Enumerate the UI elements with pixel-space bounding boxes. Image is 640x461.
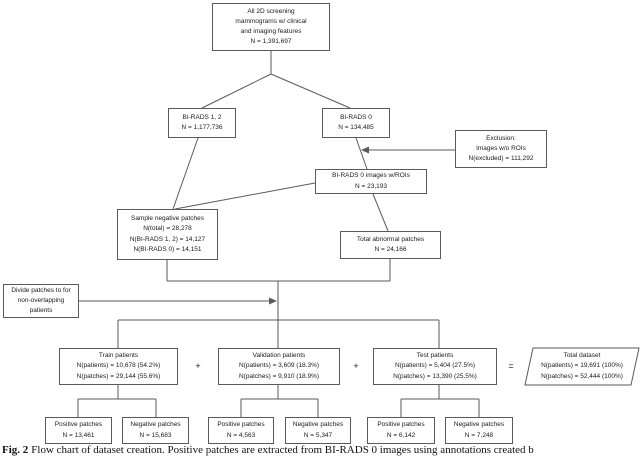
arrowhead-right-icon bbox=[269, 297, 277, 305]
flowchart-box-train-negative-patches: Negative patches N = 15,683 bbox=[122, 417, 189, 444]
arrowhead-left-icon bbox=[361, 146, 369, 154]
flowchart-box-sample-negative-patches: Sample negative patches N(total) = 28,27… bbox=[117, 209, 218, 260]
figure-caption-label: Fig. 2 bbox=[2, 444, 29, 456]
flowchart-box-train-patients: Train patients N(patients) = 10,678 (54.… bbox=[59, 348, 178, 385]
flowchart-box-train-positive-patches: Positive patches N = 13,461 bbox=[45, 417, 112, 444]
flowchart-box-divide-patches: Divide patches to for non-overlapping pa… bbox=[3, 284, 79, 318]
flowchart-box-test-patients: Test patients N(patients) = 5,404 (27.5%… bbox=[373, 348, 497, 385]
equals-operator-total: = bbox=[508, 361, 514, 371]
flowchart-box-test-positive-patches: Positive patches N = 6,142 bbox=[367, 417, 435, 444]
flowchart-box-validation-negative-patches: Negative patches N = 5,347 bbox=[285, 417, 351, 444]
flowchart-box-exclusion: Exclusion: Images w/o ROIs N(excluded) =… bbox=[455, 130, 547, 168]
total-dataset-parallelogram bbox=[524, 347, 640, 386]
flowchart-box-validation-positive-patches: Positive patches N = 4,563 bbox=[208, 417, 274, 444]
figure-caption-text: Flow chart of dataset creation. Positive… bbox=[31, 444, 534, 456]
flowchart-box-validation-patients: Validation patients N(patients) = 3,609 … bbox=[218, 348, 340, 385]
flowchart-box-test-negative-patches: Negative patches N = 7,248 bbox=[445, 417, 513, 444]
plus-operator-validation-test: + bbox=[353, 361, 359, 371]
flowchart-box-birads-0-rois: BI-RADS 0 images w/ROIs N = 23,193 bbox=[315, 169, 427, 194]
plus-operator-train-validation: + bbox=[195, 361, 201, 371]
flowchart-box-total-abnormal-patches: Total abnormal patches N = 24,166 bbox=[340, 231, 441, 259]
flowchart-box-birads-1-2: BI-RADS 1, 2 N = 1,177,736 bbox=[168, 108, 236, 138]
flowchart-box-total-dataset: Total dataset N(patients) = 19,691 (100%… bbox=[541, 352, 623, 380]
flowchart-box-birads-0: BI-RADS 0 N = 134,485 bbox=[322, 108, 390, 138]
flowchart-box-all-mammograms: All 2D screening mammograms w/ clinical … bbox=[212, 3, 330, 51]
